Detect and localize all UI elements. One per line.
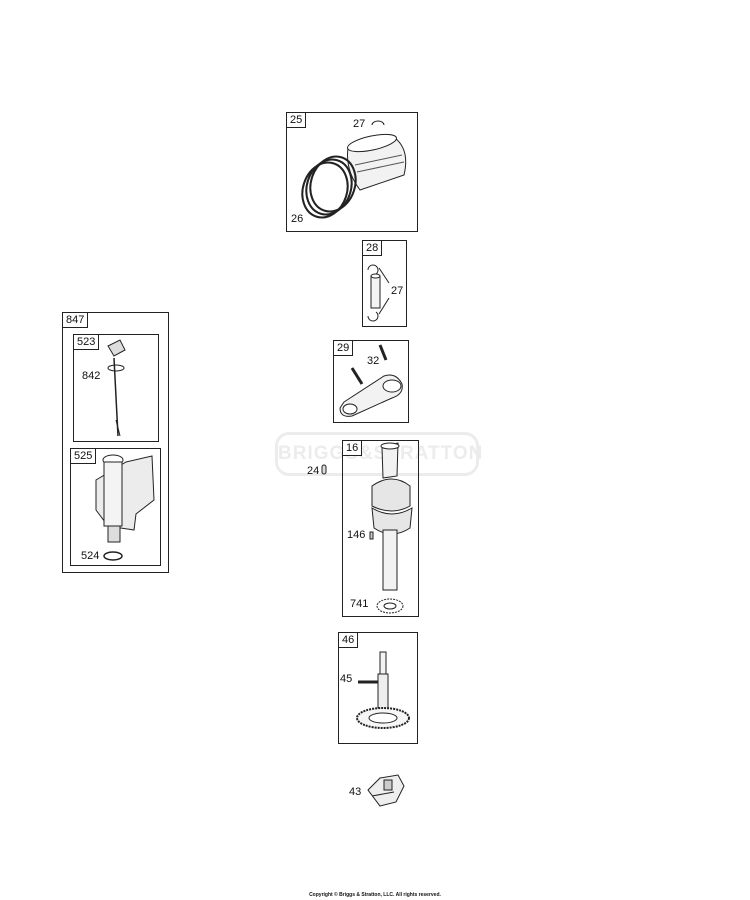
connecting-rod-group[interactable]: 29 [333,340,409,423]
piston-rings-callout: 26 [291,213,304,225]
crankshaft-pin-callout: 24 [307,465,320,477]
oil-fill-group[interactable]: 847 [62,312,169,573]
dipstick-o-ring-callout: 842 [82,370,101,382]
piston-pin-group[interactable]: 28 [362,240,407,327]
piston-ring-clip-callout: 27 [353,118,366,130]
camshaft-group[interactable]: 46 [338,632,418,744]
crankshaft-gear-callout: 741 [350,598,369,610]
connecting-rod-group-label: 29 [334,341,354,356]
oil-tube-o-ring-callout: 524 [81,550,100,562]
crankshaft-key-callout: 146 [347,529,366,541]
dipstick-group[interactable]: 523 [73,334,159,442]
piston-group-label: 25 [287,113,307,128]
crankshaft-group[interactable]: 16 [342,440,419,617]
camshaft-lifter-callout: 45 [340,673,353,685]
brand-watermark: BRIGGS&STRATTON [275,432,482,476]
copyright-notice: Copyright © Briggs & Stratton, LLC. All … [309,892,441,898]
camshaft-group-label: 46 [339,633,359,648]
crankshaft-group-label: 16 [343,441,363,456]
connecting-rod-bolt-callout: 32 [367,355,380,367]
piston-pin-clips-callout: 27 [391,285,404,297]
oil-tube-group[interactable]: 525 [70,448,161,566]
dipstick-group-label: 523 [74,335,100,350]
oil-fill-group-label: 847 [63,313,89,328]
piston-pin-group-label: 28 [363,241,383,256]
piston-group[interactable]: 25 [286,112,418,232]
governor-callout: 43 [349,786,362,798]
oil-tube-group-label: 525 [71,449,97,464]
